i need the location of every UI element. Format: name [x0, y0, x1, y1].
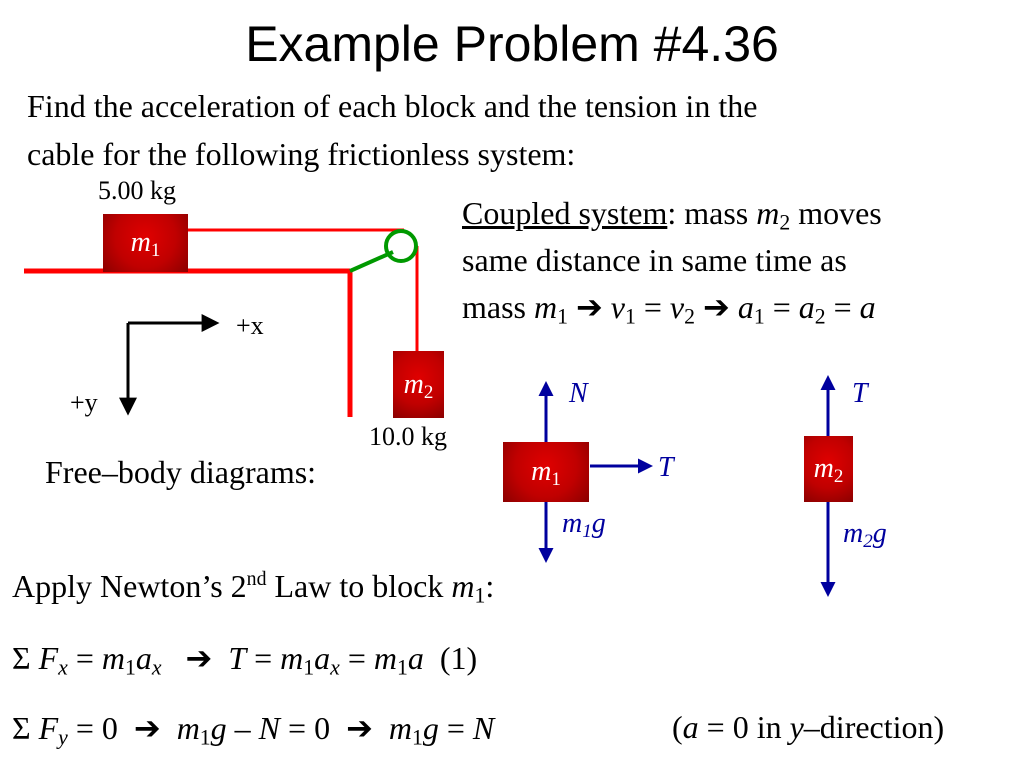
fbd-block-m1: m1: [503, 442, 589, 502]
m1-mass-label: 5.00 kg: [98, 176, 176, 205]
m2-mass-label: 10.0 kg: [369, 422, 447, 451]
equation-x: Σ Fx = m1ax ➔ T = m1ax = m1a (1): [12, 639, 478, 680]
coupled-system-note: Coupled system: mass m2 moves same dista…: [462, 190, 882, 331]
pulley: [349, 229, 418, 273]
newton-law-heading: Apply Newton’s 2nd Law to block m1:: [12, 568, 495, 608]
fbd-m2-tension-label: T: [852, 378, 868, 409]
page-title: Example Problem #4.36: [245, 16, 779, 72]
fbd-block-m2: m2: [804, 436, 853, 502]
fbd-m1-arrows: [538, 381, 653, 563]
axis-x-label: +x: [236, 311, 264, 340]
equation-y: Σ Fy = 0 ➔ m1g – N = 0 ➔ m1g = N: [12, 709, 495, 750]
coupled-line-3: mass m1 ➔ v1 = v2 ➔ a1 = a2 = a: [462, 288, 876, 329]
problem-statement: Find the acceleration of each block and …: [27, 82, 757, 178]
coupled-line-2: same distance in same time as: [462, 242, 847, 278]
axis-y-label: +y: [70, 388, 98, 417]
block-m1: m1: [103, 214, 188, 272]
fbd-m1-tension-label: T: [658, 452, 674, 483]
block-m2: m2: [393, 351, 444, 418]
fbd-m1-weight-label: m1g: [562, 508, 606, 542]
fbd-title: Free–body diagrams:: [45, 454, 317, 490]
fbd-m2-weight-label: m2g: [843, 518, 887, 552]
problem-line-2: cable for the following frictionless sys…: [27, 136, 576, 172]
problem-line-1: Find the acceleration of each block and …: [27, 88, 758, 124]
coordinate-axes: [119, 314, 220, 416]
coupled-line-1: Coupled system: mass m2 moves: [462, 195, 882, 235]
equation-y-note: (a = 0 in y–direction): [672, 709, 945, 745]
cable: [188, 228, 419, 352]
fbd-m1-normal-label: N: [569, 378, 588, 409]
